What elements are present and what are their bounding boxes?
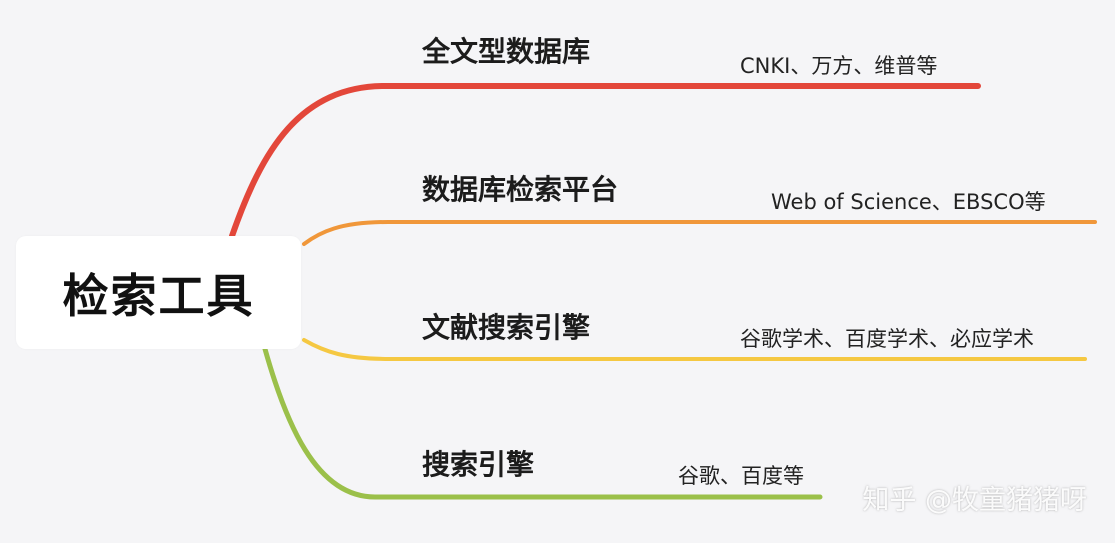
root-label: 检索工具 [62, 268, 255, 323]
connector-branch-4 [262, 346, 823, 500]
branch-title-fulltext-db[interactable]: 全文型数据库 [422, 35, 591, 68]
root-node[interactable]: 检索工具 [16, 236, 301, 349]
branch-desc-db-platform: Web of Science、EBSCO等 [771, 190, 1046, 214]
branch-desc-literature-search: 谷歌学术、百度学术、必应学术 [740, 327, 1034, 351]
branch-title-db-platform[interactable]: 数据库检索平台 [422, 173, 619, 206]
connector-branch-1 [229, 83, 981, 239]
connector-branch-2 [302, 220, 1097, 246]
watermark: 知乎 @牧童猪猪呀 [862, 485, 1087, 516]
branch-desc-fulltext-db: CNKI、万方、维普等 [740, 54, 938, 78]
connector-branch-3 [302, 338, 1087, 361]
branch-title-literature-search[interactable]: 文献搜索引擎 [422, 311, 591, 344]
branch-desc-search-engine: 谷歌、百度等 [678, 464, 804, 488]
branch-title-search-engine[interactable]: 搜索引擎 [422, 448, 535, 481]
